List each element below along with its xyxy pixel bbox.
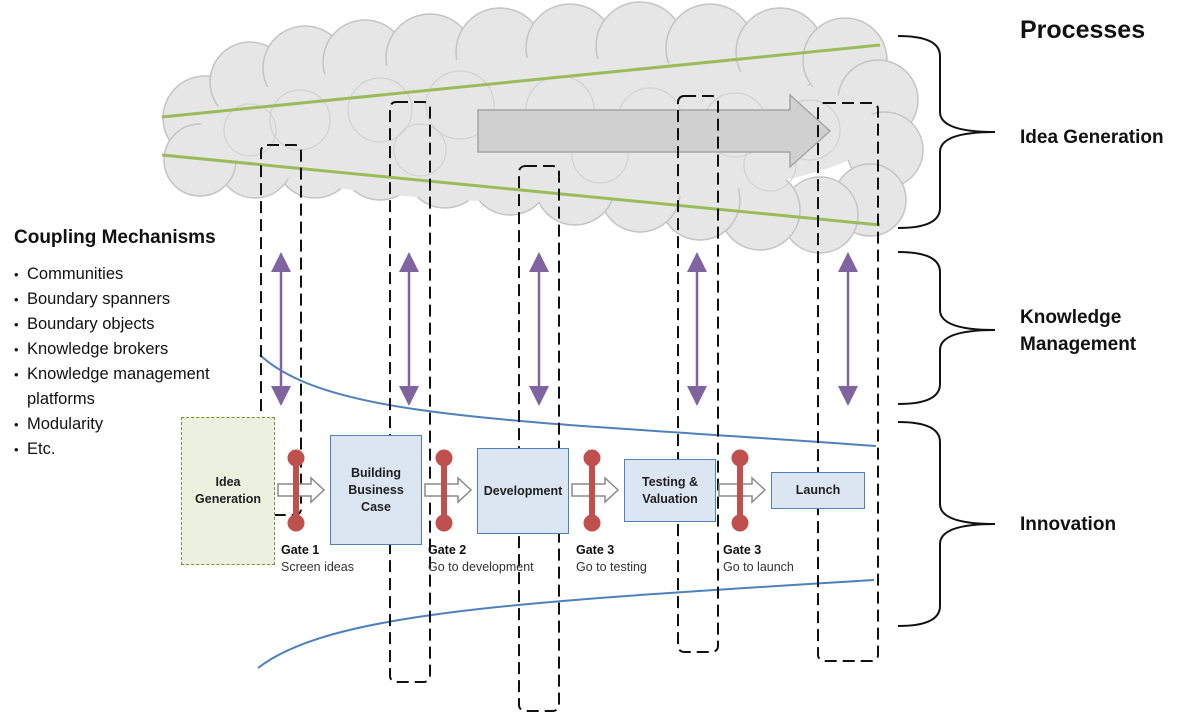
coupling-item: Boundary spanners	[14, 287, 264, 312]
coupling-item: Modularity	[14, 412, 264, 437]
brace-idea-generation	[897, 35, 996, 229]
coupling-item: Boundary objects	[14, 312, 264, 337]
brace-innovation	[897, 421, 996, 627]
gate-2-desc: Go to development	[428, 560, 534, 574]
process-knowledge-management: Knowledge Management	[1020, 307, 1137, 355]
coupling-item: Knowledge management platforms	[14, 362, 264, 412]
gate-1-name: Gate 1	[281, 543, 320, 557]
stage-testing-valuation: Testing & Valuation	[624, 459, 716, 522]
flow-arrow-icon	[477, 93, 832, 169]
idea-funnel-bottom	[161, 153, 881, 227]
innovation-funnel-bottom	[257, 579, 875, 669]
gate-2-name: Gate 2	[428, 543, 467, 557]
stage-label: Idea Generation	[195, 475, 262, 506]
stage-launch: Launch	[771, 472, 865, 509]
stage-label: Testing & Valuation	[641, 474, 699, 506]
gate-4-desc: Go to launch	[723, 560, 794, 574]
innovation-funnel-top	[259, 354, 877, 447]
gate-3-desc: Go to testing	[576, 560, 647, 574]
gate-2-icon	[435, 449, 453, 532]
stage-label: Development	[483, 483, 563, 498]
coupling-column	[677, 95, 719, 653]
gate-1-desc: Screen ideas	[281, 560, 354, 574]
stage-arrow-icon	[277, 476, 326, 504]
coupling-item: Etc.	[14, 437, 264, 462]
stage-label: Launch	[795, 483, 841, 497]
brace-knowledge-management	[897, 251, 996, 405]
gate-4-name: Gate 3	[723, 543, 762, 557]
process-idea-generation: Idea Generation	[1020, 127, 1164, 148]
idea-cloud	[162, 1, 924, 254]
gate-3-name: Gate 3	[576, 543, 615, 557]
coupling-column	[518, 165, 560, 712]
gate-4-icon	[731, 449, 749, 532]
coupling-item: Knowledge brokers	[14, 337, 264, 362]
stage-arrow-icon	[424, 476, 473, 504]
coupling-mechanisms-list: Communities Boundary spanners Boundary o…	[14, 262, 264, 462]
coupling-column	[817, 102, 879, 662]
gate-1-icon	[287, 449, 305, 532]
process-innovation: Innovation	[1020, 514, 1117, 535]
stage-development: Development	[477, 448, 569, 534]
idea-funnel-top	[161, 43, 881, 119]
gate-3-icon	[583, 449, 601, 532]
coupling-mechanisms-title: Coupling Mechanisms	[14, 227, 216, 248]
stage-idea-generation: Idea Generation	[181, 417, 275, 565]
processes-title: Processes	[1020, 16, 1146, 44]
coupling-item: Communities	[14, 262, 264, 287]
stage-label: Building Business Case	[348, 465, 404, 514]
stage-building-business-case: Building Business Case	[330, 435, 422, 545]
